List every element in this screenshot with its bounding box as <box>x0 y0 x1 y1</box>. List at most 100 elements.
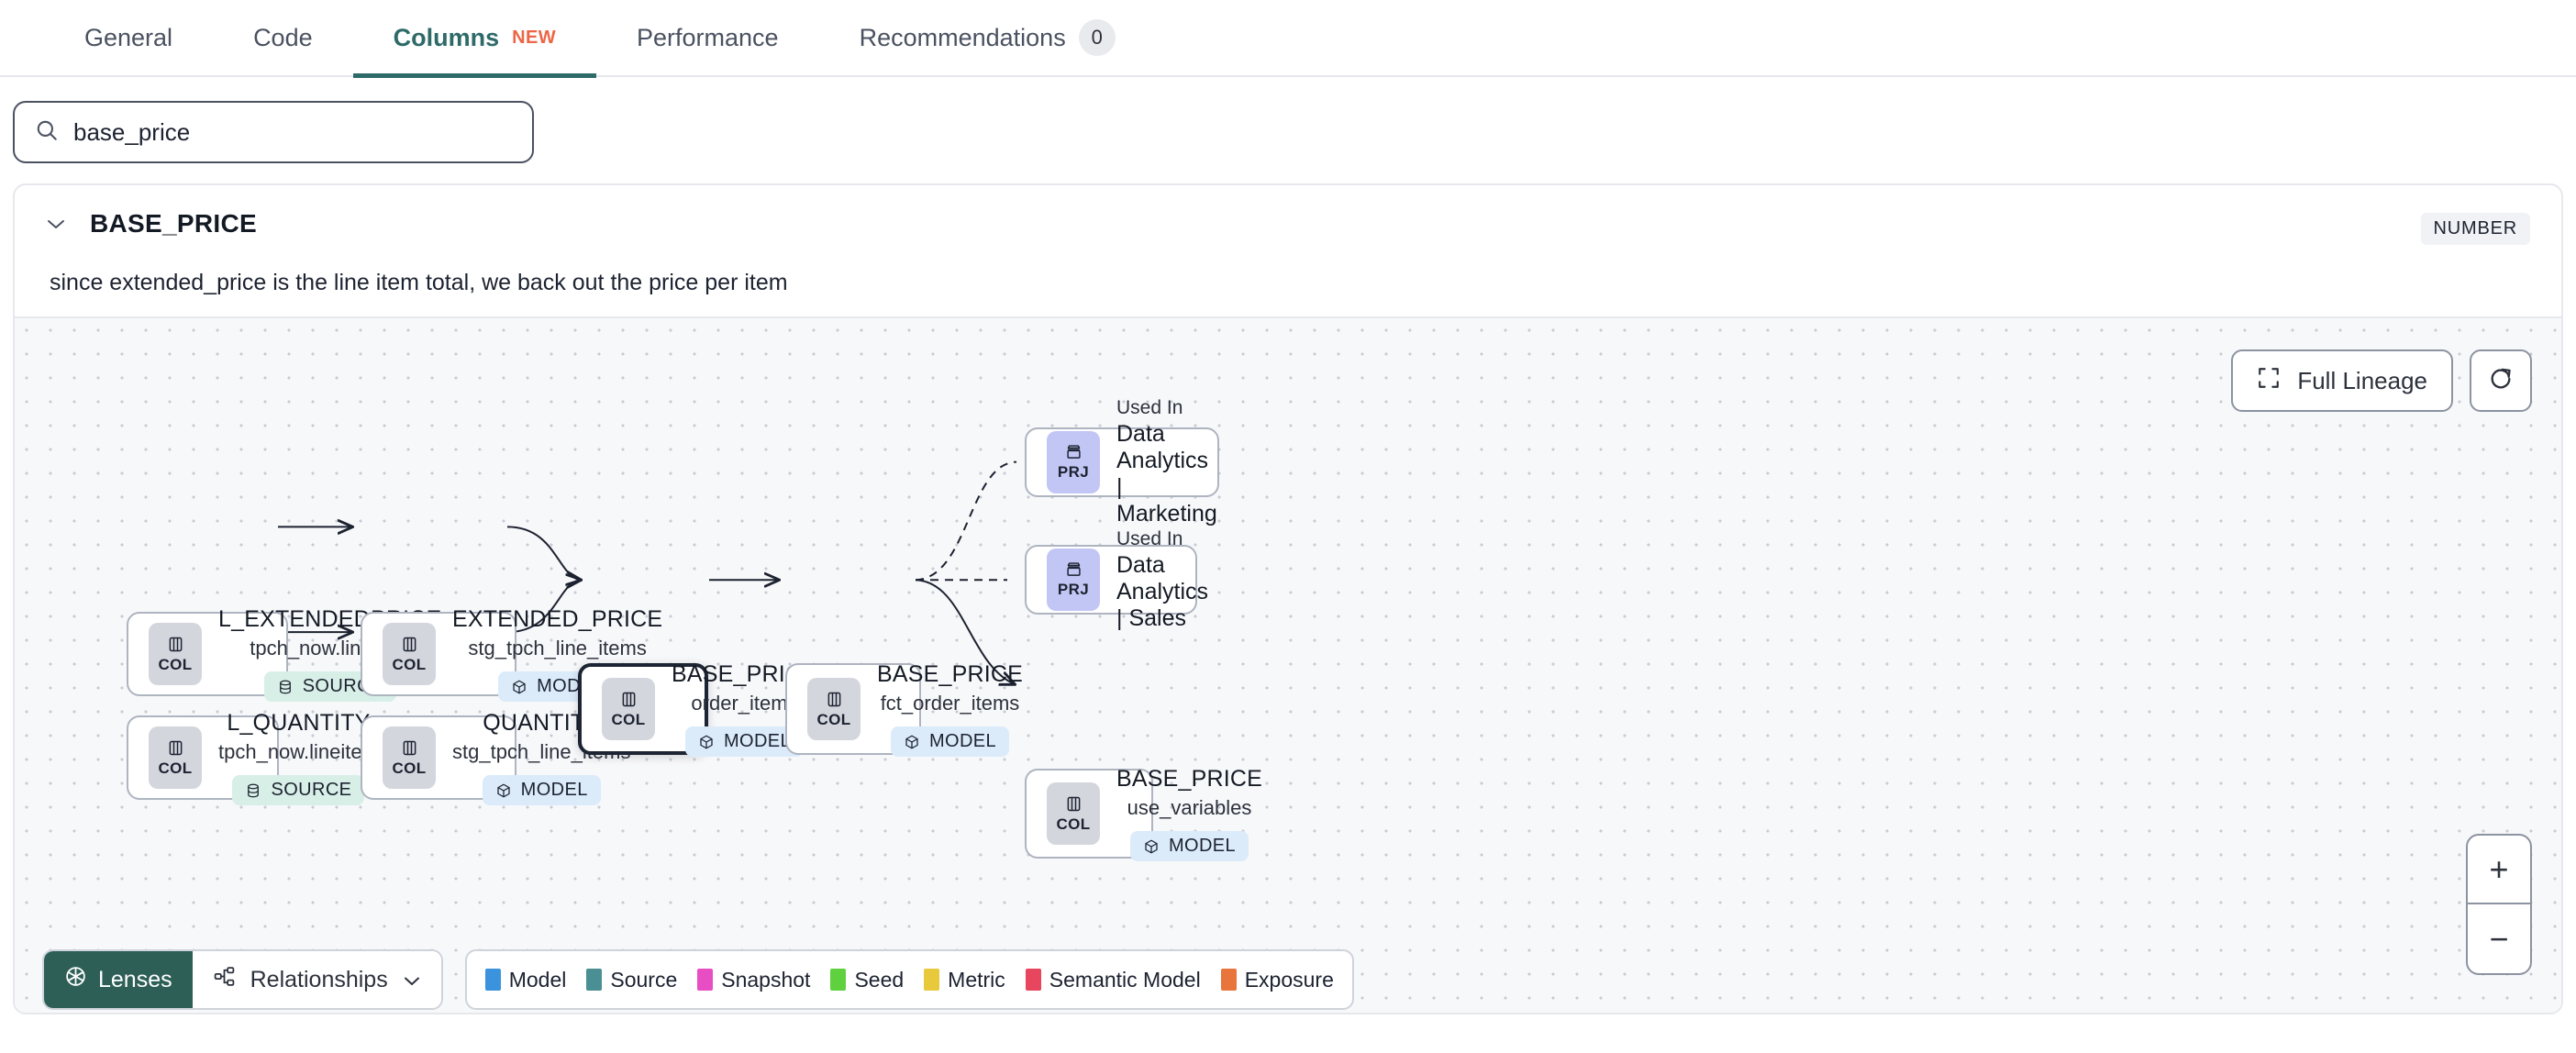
zoom-in-button[interactable]: + <box>2468 836 2530 904</box>
node-name: BASE_PRICE <box>877 661 1024 687</box>
tab-general-label: General <box>84 23 173 51</box>
aperture-icon <box>64 965 87 994</box>
legend-swatch-seed <box>830 969 847 991</box>
legend-item-semantic-model: Semantic Model <box>1025 967 1201 992</box>
legend-item-exposure: Exposure <box>1220 967 1334 992</box>
node-name: L_QUANTITY <box>227 710 371 736</box>
lineage-node-l-extendedprice[interactable]: COL L_EXTENDEDPRICE tpch_now.lineitem SO… <box>127 606 441 702</box>
col-chip-label: COL <box>158 759 193 777</box>
archive-icon <box>1066 444 1081 459</box>
legend-label-semantic-model: Semantic Model <box>1049 967 1201 992</box>
column-detail-panel: BASE_PRICE NUMBER since extended_price i… <box>13 183 2563 1014</box>
col-chip-icon: COL <box>602 678 655 740</box>
lineage-node-l-quantity[interactable]: COL L_QUANTITY tpch_now.lineitem SOURCE <box>127 710 379 805</box>
canvas-top-controls: Full Lineage <box>2231 349 2532 412</box>
lineage-node-extended-price[interactable]: COL EXTENDED_PRICE stg_tpch_line_items M… <box>361 606 662 702</box>
node-type-badge: MODEL <box>890 726 1010 757</box>
search-icon <box>35 118 59 147</box>
lineage-node-quantity[interactable]: COL QUANTITY stg_tpch_line_items MODEL <box>361 710 630 805</box>
lineage-edges <box>278 460 2561 1014</box>
tab-code[interactable]: Code <box>213 0 353 76</box>
prj-chip-icon: PRJ <box>1047 431 1100 493</box>
node-badge-label: MODEL <box>723 731 792 751</box>
node-type-badge: MODEL <box>482 775 601 805</box>
prj-chip-label: PRJ <box>1057 580 1090 598</box>
col-chip-label: COL <box>1056 815 1091 833</box>
col-chip-label: COL <box>611 710 646 728</box>
node-badge-label: MODEL <box>520 780 588 800</box>
tab-performance[interactable]: Performance <box>596 0 819 76</box>
col-chip-label: COL <box>816 710 851 728</box>
tab-recommendations[interactable]: Recommendations 0 <box>819 0 1156 76</box>
col-chip-icon: COL <box>383 623 436 685</box>
lineage-node-project-sales[interactable]: PRJ Used In Data Analytics | Sales <box>1025 528 1208 631</box>
project-title: Data Analytics | Sales <box>1116 551 1209 631</box>
col-chip-label: COL <box>392 655 427 673</box>
col-chip-icon: COL <box>807 678 861 740</box>
tab-performance-label: Performance <box>637 23 779 51</box>
relationships-dropdown[interactable]: Relationships <box>192 951 441 1008</box>
cube-icon <box>513 680 526 693</box>
legend-item-metric: Metric <box>924 968 1005 992</box>
search-box[interactable] <box>13 101 534 163</box>
full-lineage-label: Full Lineage <box>2297 366 2427 394</box>
legend-label-metric: Metric <box>948 967 1005 992</box>
project-used-in-label: Used In <box>1116 397 1183 418</box>
tab-new-badge: NEW <box>512 27 556 48</box>
panel-header: BASE_PRICE NUMBER <box>15 185 2561 253</box>
search-section <box>0 77 2576 183</box>
legend-item-seed: Seed <box>830 968 904 992</box>
legend-label-model: Model <box>508 967 567 992</box>
lineage-node-base-price-use-variables[interactable]: COL BASE_PRICE use_variables MODEL <box>1025 766 1262 861</box>
zoom-controls: + − <box>2466 834 2532 975</box>
tab-general[interactable]: General <box>44 0 213 76</box>
legend-swatch-snapshot <box>697 969 714 991</box>
legend-swatch-semantic-model <box>1025 969 1041 991</box>
node-subtitle: fct_order_items <box>880 692 1020 715</box>
node-badge-label: MODEL <box>928 731 997 751</box>
legend-swatch-exposure <box>1220 969 1237 991</box>
prj-chip-icon: PRJ <box>1047 549 1100 611</box>
tab-columns[interactable]: Columns NEW <box>352 0 597 78</box>
legend-label-seed: Seed <box>854 967 905 992</box>
legend-label-exposure: Exposure <box>1244 967 1334 992</box>
relationships-label: Relationships <box>250 966 388 992</box>
lineage-canvas[interactable]: COL L_EXTENDEDPRICE tpch_now.lineitem SO… <box>15 316 2561 1014</box>
database-icon <box>279 680 291 693</box>
column-description: since extended_price is the line item to… <box>50 270 788 295</box>
legend-swatch-metric <box>924 969 940 991</box>
full-lineage-button[interactable]: Full Lineage <box>2231 349 2453 412</box>
legend-swatch-model <box>484 969 501 991</box>
lineage-legend: Model Source Snapshot Seed Metric <box>464 949 1354 1010</box>
node-subtitle: order_items <box>691 692 798 715</box>
lineage-node-base-price-order-items[interactable]: COL BASE_PRICE order_items MODEL <box>578 661 817 757</box>
lenses-button[interactable]: Lenses <box>44 951 193 1008</box>
prj-chip-label: PRJ <box>1057 462 1090 481</box>
search-input[interactable] <box>73 117 512 147</box>
zoom-out-button[interactable]: − <box>2489 919 2509 958</box>
lineage-node-base-price-fct-order-items[interactable]: COL BASE_PRICE fct_order_items MODEL <box>785 661 1023 757</box>
chevron-down-icon[interactable] <box>46 213 66 235</box>
legend-swatch-source <box>586 969 603 991</box>
lens-group: Lenses Relationships <box>42 949 443 1010</box>
node-type-badge: MODEL <box>684 726 805 757</box>
chevron-down-icon <box>403 967 421 993</box>
lineage-node-project-marketing[interactable]: PRJ Used In Data Analytics | Marketing <box>1025 397 1219 526</box>
cube-icon <box>905 735 918 748</box>
cube-icon <box>1145 839 1158 853</box>
tab-recommendations-label: Recommendations <box>859 23 1066 51</box>
tab-recommendations-count: 0 <box>1078 19 1116 56</box>
col-chip-icon: COL <box>149 726 202 789</box>
page-title: BASE_PRICE <box>90 209 257 238</box>
tab-code-label: Code <box>253 23 313 51</box>
cube-icon <box>700 735 713 748</box>
node-subtitle: tpch_now.lineitem <box>218 740 379 763</box>
node-badge-label: MODEL <box>1168 836 1237 856</box>
relationships-icon <box>213 965 236 994</box>
refresh-button[interactable] <box>2470 349 2532 412</box>
node-badge-label: SOURCE <box>271 780 352 800</box>
node-type-badge: MODEL <box>1129 831 1249 861</box>
node-subtitle: use_variables <box>1127 796 1252 819</box>
legend-label-source: Source <box>610 967 678 992</box>
col-chip-icon: COL <box>149 623 202 685</box>
